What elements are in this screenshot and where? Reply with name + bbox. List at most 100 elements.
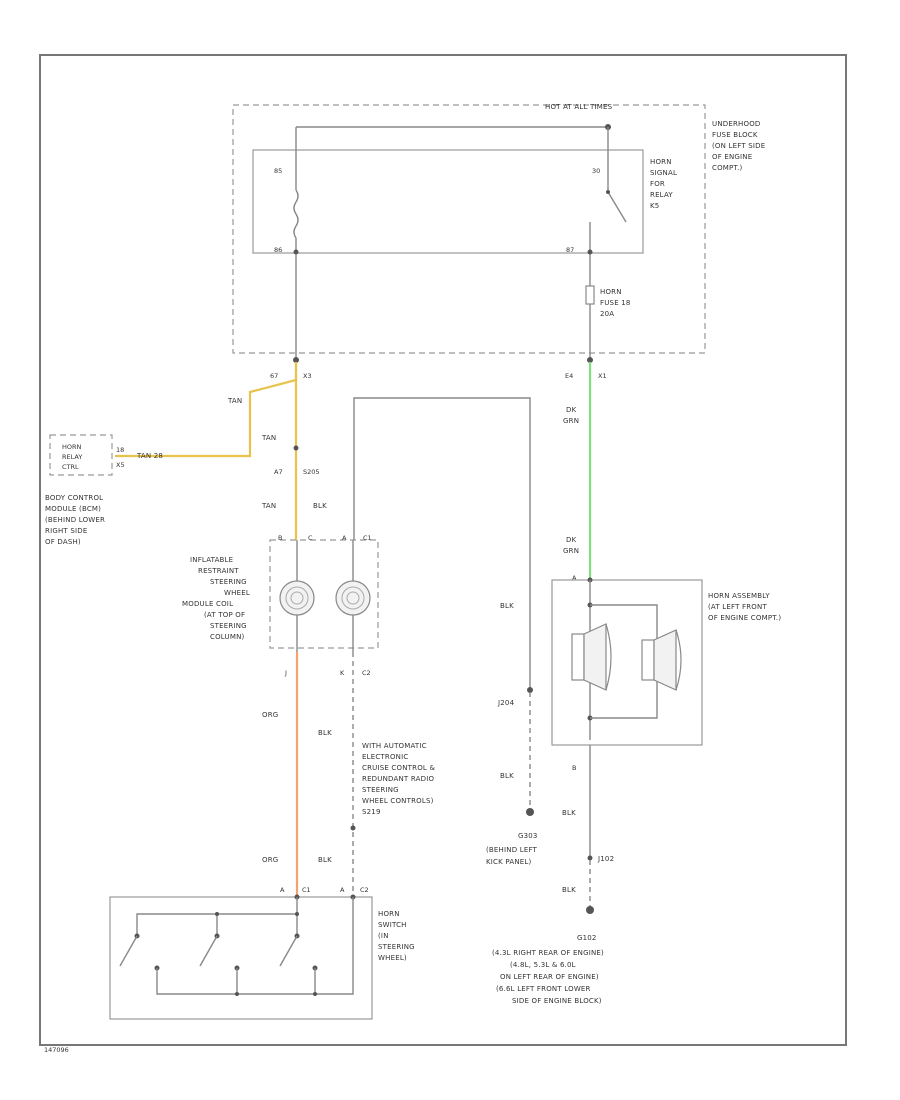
svg-text:85: 85 xyxy=(274,167,282,175)
svg-text:TAN: TAN xyxy=(227,397,242,405)
svg-text:MODULE (BCM): MODULE (BCM) xyxy=(45,505,101,513)
svg-text:BLK: BLK xyxy=(500,602,514,610)
svg-text:87: 87 xyxy=(566,246,574,254)
tan-circuit: TAN TAN A7 S205 TAN xyxy=(115,362,320,540)
svg-text:ORG: ORG xyxy=(262,711,278,719)
svg-text:INFLATABLE: INFLATABLE xyxy=(190,556,233,564)
svg-text:BLK: BLK xyxy=(313,502,327,510)
svg-text:RELAY: RELAY xyxy=(650,191,673,199)
svg-text:WHEEL CONTROLS): WHEEL CONTROLS) xyxy=(362,797,434,805)
conn-j102 xyxy=(587,855,593,861)
svg-text:TAN: TAN xyxy=(261,502,276,510)
body-control-module: HORN RELAY CTRL 18 X5 TAN 28 BODY CONTRO… xyxy=(45,434,163,546)
ground-g102 xyxy=(586,906,594,914)
svg-text:HORN: HORN xyxy=(650,158,672,166)
switch-contact-1 xyxy=(119,935,138,967)
svg-text:G102: G102 xyxy=(577,934,597,942)
svg-text:ELECTRONIC: ELECTRONIC xyxy=(362,753,408,761)
coil-outline xyxy=(269,539,379,649)
svg-text:(4.8L, 5.3L & 6.0L: (4.8L, 5.3L & 6.0L xyxy=(510,961,576,969)
svg-text:OF ENGINE: OF ENGINE xyxy=(712,153,752,161)
svg-text:BODY CONTROL: BODY CONTROL xyxy=(45,494,103,502)
svg-text:STEERING: STEERING xyxy=(210,578,247,586)
svg-text:HORN ASSEMBLY: HORN ASSEMBLY xyxy=(708,592,770,600)
svg-text:BLK: BLK xyxy=(318,856,332,864)
splice-s219 xyxy=(350,825,356,831)
svg-text:COLUMN): COLUMN) xyxy=(210,633,245,641)
svg-text:RESTRAINT: RESTRAINT xyxy=(198,567,239,575)
svg-text:GRN: GRN xyxy=(563,417,579,425)
svg-text:B: B xyxy=(278,534,282,542)
horn-1-icon xyxy=(571,633,585,681)
svg-text:ORG: ORG xyxy=(262,856,278,864)
svg-text:X5: X5 xyxy=(116,461,125,469)
svg-text:J204: J204 xyxy=(497,699,515,707)
svg-text:C1: C1 xyxy=(363,534,372,542)
svg-text:(BEHIND LEFT: (BEHIND LEFT xyxy=(486,846,538,854)
svg-text:KICK PANEL): KICK PANEL) xyxy=(486,858,531,866)
svg-text:K: K xyxy=(340,669,345,677)
underhood-fuse-block: HOT AT ALL TIMES UNDERHOOD FUSE BLOCK (O… xyxy=(232,103,765,360)
svg-text:67: 67 xyxy=(270,372,278,380)
svg-text:CTRL: CTRL xyxy=(62,463,79,471)
fuse-block-conn-x1 xyxy=(587,357,593,363)
svg-text:(4.3L RIGHT REAR OF ENGINE): (4.3L RIGHT REAR OF ENGINE) xyxy=(492,949,604,957)
svg-text:WHEEL): WHEEL) xyxy=(378,954,407,962)
fuse-block-outline xyxy=(232,104,706,354)
svg-text:SWITCH: SWITCH xyxy=(378,921,407,929)
svg-text:86: 86 xyxy=(274,246,282,254)
horn-fuse xyxy=(585,285,595,305)
horn-switch: A C1 A C2 HORN SWITCH (IN STEERING WHEEL… xyxy=(109,886,415,1020)
svg-text:(AT LEFT FRONT: (AT LEFT FRONT xyxy=(708,603,767,611)
diagram-frame xyxy=(39,54,847,1046)
svg-text:C2: C2 xyxy=(362,669,371,677)
svg-text:FUSE BLOCK: FUSE BLOCK xyxy=(712,131,758,139)
svg-text:C2: C2 xyxy=(360,886,369,894)
svg-text:HORN: HORN xyxy=(378,910,400,918)
svg-text:BLK: BLK xyxy=(318,729,332,737)
svg-text:K5: K5 xyxy=(650,202,659,210)
splice-s205 xyxy=(293,445,299,451)
svg-text:G303: G303 xyxy=(518,832,538,840)
horn-assembly-box xyxy=(551,579,703,746)
svg-text:18: 18 xyxy=(116,446,124,454)
svg-text:(ON LEFT SIDE: (ON LEFT SIDE xyxy=(712,142,765,150)
svg-text:OF DASH): OF DASH) xyxy=(45,538,81,546)
svg-text:TAN: TAN xyxy=(261,434,276,442)
svg-text:BLK: BLK xyxy=(500,772,514,780)
svg-text:CRUISE CONTROL &: CRUISE CONTROL & xyxy=(362,764,435,772)
fuse-block-header: HOT AT ALL TIMES xyxy=(545,103,613,111)
fuse-block-conn-x3 xyxy=(293,357,299,363)
svg-text:HORN: HORN xyxy=(62,443,82,451)
svg-text:OF ENGINE COMPT.): OF ENGINE COMPT.) xyxy=(708,614,781,622)
svg-text:FOR: FOR xyxy=(650,180,665,188)
svg-text:X3: X3 xyxy=(303,372,312,380)
svg-text:DK: DK xyxy=(566,536,577,544)
ground-g303 xyxy=(526,808,534,816)
svg-text:A7: A7 xyxy=(274,468,283,476)
relay-coil xyxy=(293,189,299,239)
switch-contact-2 xyxy=(199,935,218,967)
horn-2-icon xyxy=(641,639,655,681)
svg-text:S205: S205 xyxy=(303,468,320,476)
horn-switch-box xyxy=(109,896,373,1020)
svg-text:E4: E4 xyxy=(565,372,573,380)
svg-text:UNDERHOOD: UNDERHOOD xyxy=(712,120,761,128)
svg-text:(AT TOP OF: (AT TOP OF xyxy=(204,611,245,619)
svg-text:BLK: BLK xyxy=(562,809,576,817)
svg-text:GRN: GRN xyxy=(563,547,579,555)
svg-text:SIDE OF ENGINE BLOCK): SIDE OF ENGINE BLOCK) xyxy=(512,997,602,1005)
blk-wire-upper xyxy=(353,397,531,690)
splice-j204 xyxy=(527,687,533,693)
svg-text:BLK: BLK xyxy=(562,886,576,894)
svg-text:J102: J102 xyxy=(597,855,614,863)
horn-relay xyxy=(252,149,644,254)
figure-id: 147096 xyxy=(44,1046,69,1054)
svg-text:S219: S219 xyxy=(362,808,381,816)
svg-text:DK: DK xyxy=(566,406,577,414)
coil-right xyxy=(335,580,371,616)
svg-text:C: C xyxy=(308,534,313,542)
svg-text:MODULE COIL: MODULE COIL xyxy=(182,600,233,608)
svg-text:A: A xyxy=(342,534,347,542)
